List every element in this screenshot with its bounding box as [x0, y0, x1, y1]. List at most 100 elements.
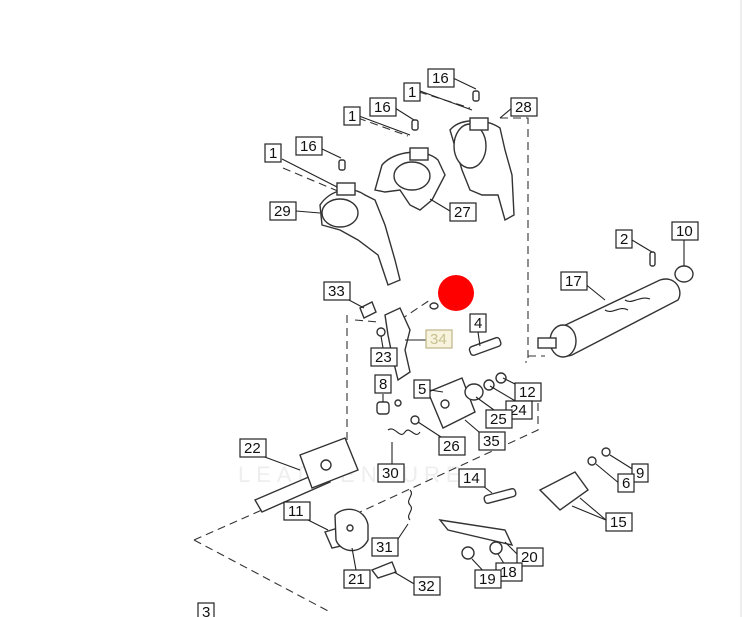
nut-8	[376, 401, 390, 415]
callout-29: 29	[269, 201, 297, 221]
svg-text:22: 22	[244, 440, 261, 457]
washer-8	[394, 399, 402, 407]
nut-9	[601, 447, 611, 457]
svg-text:1: 1	[348, 108, 356, 125]
highlight-marker	[438, 275, 474, 311]
callout-23: 23	[370, 347, 398, 367]
svg-text:6: 6	[622, 475, 630, 492]
callout-35: 35	[478, 431, 506, 451]
callout-16: 16	[427, 68, 455, 88]
pin-4	[468, 336, 502, 357]
callout-1: 1	[343, 106, 361, 126]
svg-text:15: 15	[610, 514, 627, 531]
svg-text:1: 1	[269, 145, 277, 162]
hole-35	[440, 399, 450, 409]
washer-26	[410, 415, 420, 425]
callout-26: 26	[438, 436, 466, 456]
callout-3: 3	[197, 602, 215, 617]
callout-34-highlighted: 34	[425, 329, 453, 349]
spring-30	[387, 428, 421, 435]
callout-15: 15	[605, 512, 633, 532]
svg-text:31: 31	[376, 539, 393, 556]
pin-14	[483, 487, 517, 505]
callout-labels: 1 1 1 16 16 16 28 27 29 2 10 17 33 34 4 …	[197, 68, 699, 617]
svg-text:5: 5	[418, 381, 426, 398]
shift-fork-28	[449, 117, 515, 222]
callout-6: 6	[617, 473, 635, 493]
callout-5: 5	[413, 379, 431, 399]
svg-text:25: 25	[490, 411, 507, 428]
callout-33: 33	[323, 281, 351, 301]
shift-shaft-22	[253, 437, 359, 513]
pin-16-middle	[411, 119, 419, 131]
svg-text:14: 14	[463, 470, 480, 487]
svg-text:29: 29	[274, 203, 291, 220]
svg-text:32: 32	[418, 578, 435, 595]
callout-9: 9	[631, 463, 649, 483]
svg-text:30: 30	[382, 465, 399, 482]
callout-14: 14	[458, 468, 486, 488]
callout-1: 1	[403, 82, 421, 102]
callout-16: 16	[295, 136, 323, 156]
shift-fork-27	[374, 147, 446, 211]
svg-text:1: 1	[408, 84, 416, 101]
callout-4: 4	[469, 313, 487, 333]
svg-text:23: 23	[375, 349, 392, 366]
callout-11: 11	[283, 501, 311, 521]
washer-18	[489, 541, 503, 555]
callout-27: 27	[449, 202, 477, 222]
callout-22: 22	[239, 438, 267, 458]
washer-25	[464, 383, 484, 401]
svg-text:26: 26	[443, 438, 460, 455]
callout-20: 20	[516, 547, 544, 567]
svg-text:24: 24	[510, 402, 527, 419]
shift-drum-17	[537, 278, 681, 358]
svg-text:33: 33	[328, 283, 345, 300]
svg-text:28: 28	[515, 99, 532, 116]
arm-20	[438, 519, 514, 547]
plate-23	[384, 307, 411, 382]
hole-21	[346, 524, 354, 532]
svg-text:4: 4	[474, 315, 482, 332]
callout-31: 31	[371, 537, 399, 557]
svg-text:19: 19	[479, 571, 496, 588]
svg-text:27: 27	[454, 204, 471, 221]
callout-25: 25	[485, 409, 513, 429]
callout-12: 12	[514, 382, 542, 402]
callout-8: 8	[374, 374, 392, 394]
svg-text:35: 35	[483, 433, 500, 450]
washer-23	[376, 327, 386, 337]
washer-6	[587, 456, 597, 466]
svg-text:9: 9	[636, 465, 644, 482]
pin-2	[649, 251, 656, 267]
svg-text:20: 20	[521, 549, 538, 566]
callout-21: 21	[343, 569, 371, 589]
svg-text:12: 12	[519, 384, 536, 401]
callout-32: 32	[413, 576, 441, 596]
svg-text:17: 17	[565, 273, 582, 290]
washer-19	[461, 546, 475, 560]
callout-17: 17	[560, 271, 588, 291]
svg-text:11: 11	[288, 503, 304, 520]
svg-text:21: 21	[348, 571, 365, 588]
bearing-10	[674, 265, 694, 283]
callout-18: 18	[495, 562, 523, 582]
pin-16-right	[472, 90, 480, 102]
spring-31	[408, 489, 412, 521]
svg-text:18: 18	[500, 564, 517, 581]
svg-text:8: 8	[379, 376, 387, 393]
ring-34	[429, 302, 439, 310]
callout-19: 19	[474, 569, 502, 589]
callout-2: 2	[615, 229, 633, 249]
assembly-dash-lines	[193, 91, 545, 613]
bolt-32	[370, 561, 397, 579]
svg-text:10: 10	[676, 223, 693, 240]
shift-fork-29	[319, 182, 401, 286]
svg-text:34: 34	[430, 331, 447, 348]
spring-33	[359, 301, 377, 319]
pin-16-left	[338, 159, 346, 171]
svg-text:16: 16	[374, 99, 391, 116]
lever-15	[538, 471, 589, 511]
